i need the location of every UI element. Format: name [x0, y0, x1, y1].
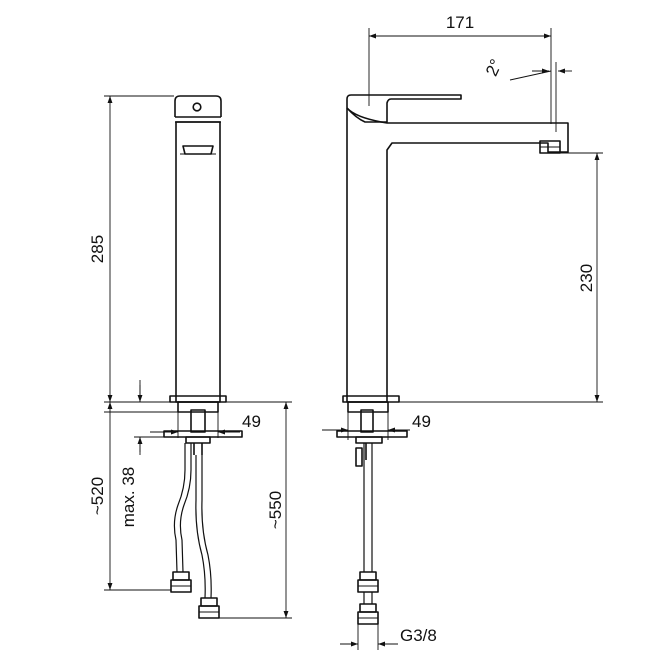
- side-mounting: [336, 409, 408, 467]
- label-spout-angle: 2°: [482, 56, 506, 79]
- label-front-height: 285: [88, 235, 107, 263]
- label-base-diameter-side: 49: [412, 412, 431, 431]
- side-body: [342, 94, 569, 413]
- side-dimension-labels: 171 2° 230 49 G3/8: [400, 13, 596, 645]
- label-max-deck-thickness: max. 38: [119, 467, 138, 527]
- front-view: 285 ~520 max. 38 49 ~550: [88, 95, 292, 619]
- front-mounting: [163, 409, 243, 455]
- front-dimension-labels: 285 ~520 max. 38 49 ~550: [88, 235, 285, 529]
- front-hoses: [170, 443, 220, 619]
- front-body: [169, 95, 227, 413]
- side-dimension-lines: [322, 28, 603, 650]
- side-view: 171 2° 230 49 G3/8: [322, 13, 603, 650]
- label-base-diameter-front: 49: [242, 412, 261, 431]
- label-spout-height: 230: [577, 264, 596, 292]
- label-hose-length-short: ~520: [88, 477, 107, 515]
- side-hoses: [357, 443, 379, 625]
- label-spout-reach: 171: [446, 13, 474, 32]
- label-hose-length-long: ~550: [266, 491, 285, 529]
- front-dimension-lines: [104, 95, 292, 619]
- label-connection-thread: G3/8: [400, 626, 437, 645]
